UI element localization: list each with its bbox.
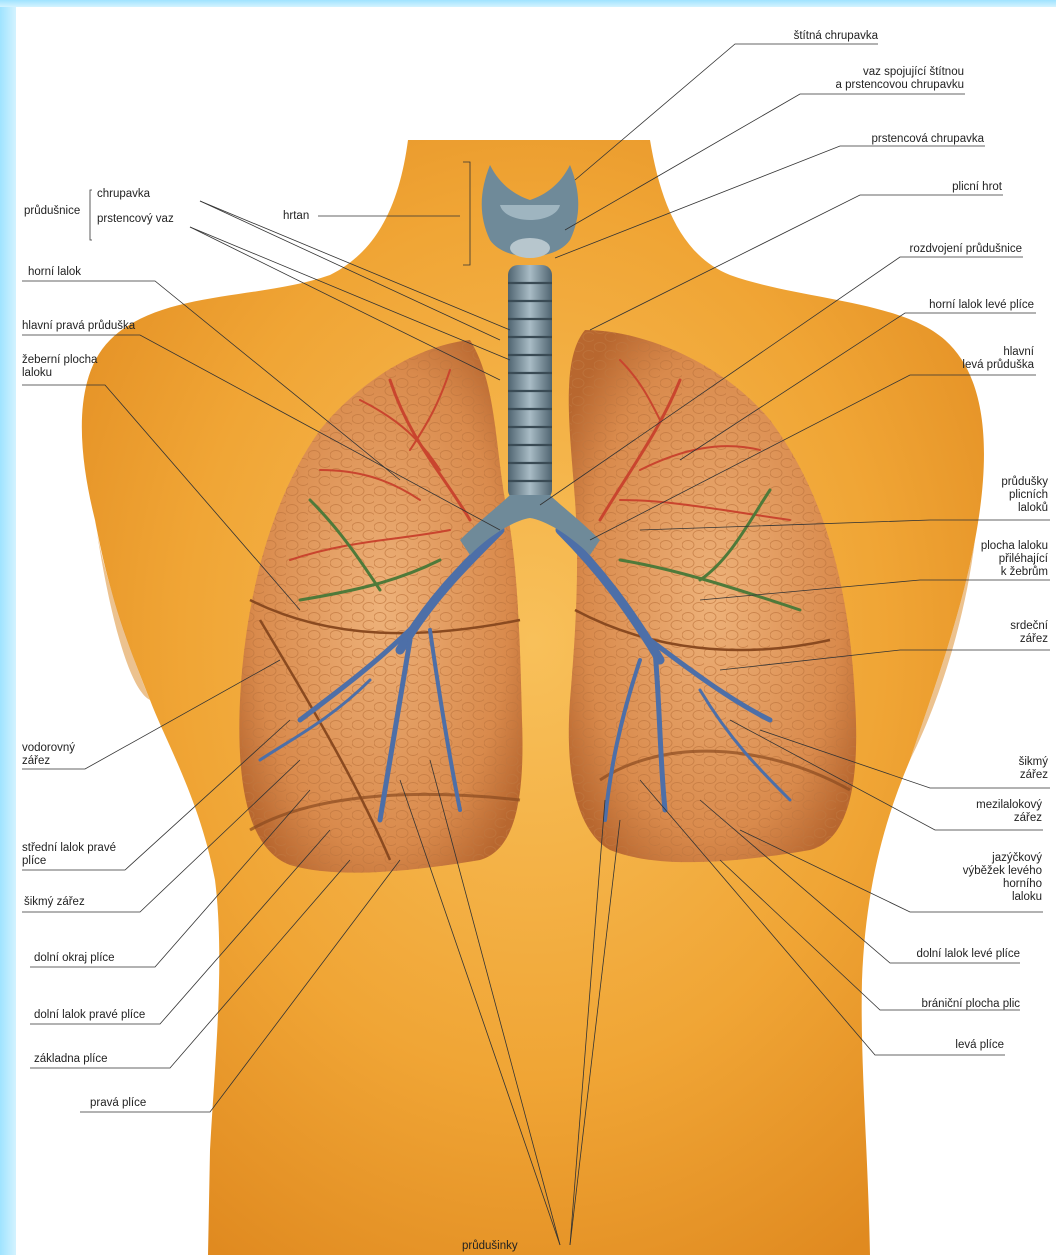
- label-stredni-lalok-prave-plice: střední lalok pravé plíce: [22, 842, 116, 868]
- label-vaz-spojujici: vaz spojující štítnou a prstencovou chru…: [836, 66, 965, 92]
- label-hlavni-prava-pruduska: hlavní pravá průduška: [22, 320, 135, 333]
- label-horni-lalok: horní lalok: [28, 266, 81, 279]
- label-rozdvojeni-prudusnice: rozdvojení průdušnice: [909, 243, 1022, 256]
- label-zeberni-plocha-laloku: žeberní plocha laloku: [22, 354, 97, 380]
- label-zakladna-plice: základna plíce: [34, 1053, 108, 1066]
- label-jazyckovy-vybezek: jazýčkový výběžek levého horního laloku: [963, 852, 1042, 904]
- label-horni-lalok-leve-plice: horní lalok levé plíce: [929, 299, 1034, 312]
- label-hrtan: hrtan: [283, 210, 309, 223]
- label-dolni-lalok-leve-plice: dolní lalok levé plíce: [916, 948, 1020, 961]
- label-prstencovy-vaz: prstencový vaz: [97, 213, 174, 226]
- label-plocha-laloku: plocha laloku přiléhající k žebrům: [981, 540, 1048, 579]
- label-sikmy-zarez-left: šikmý zářez: [24, 896, 85, 909]
- label-sikmy-zarez-right: šikmý zářez: [1019, 756, 1048, 782]
- label-prudusnice: průdušnice: [24, 205, 80, 218]
- label-chrupavka: chrupavka: [97, 188, 150, 201]
- label-vodorovny-zarez: vodorovný zářez: [22, 742, 75, 768]
- label-plicni-hrot: plicní hrot: [952, 181, 1002, 194]
- label-prudusinky: průdušinky: [462, 1240, 518, 1253]
- label-mezilalokovy-zarez: mezilalokový zářez: [976, 799, 1042, 825]
- label-prava-plice: pravá plíce: [90, 1097, 146, 1110]
- label-hlavni-leva-pruduska: hlavní levá průduška: [962, 346, 1034, 372]
- label-prudusky-plicnich-laloku: průdušky plicních laloků: [1001, 476, 1048, 515]
- label-dolni-okraj-plice: dolní okraj plíce: [34, 952, 115, 965]
- label-branicni-plocha-plic: brániční plocha plic: [922, 998, 1020, 1011]
- label-stitna-chrupavka: štítná chrupavka: [794, 30, 878, 43]
- label-prstencova-chrupavka: prstencová chrupavka: [871, 133, 984, 146]
- label-leva-plice: levá plíce: [955, 1039, 1004, 1052]
- label-dolni-lalok-prave-plice: dolní lalok pravé plíce: [34, 1009, 145, 1022]
- label-srdecni-zarez: srdeční zářez: [1010, 620, 1048, 646]
